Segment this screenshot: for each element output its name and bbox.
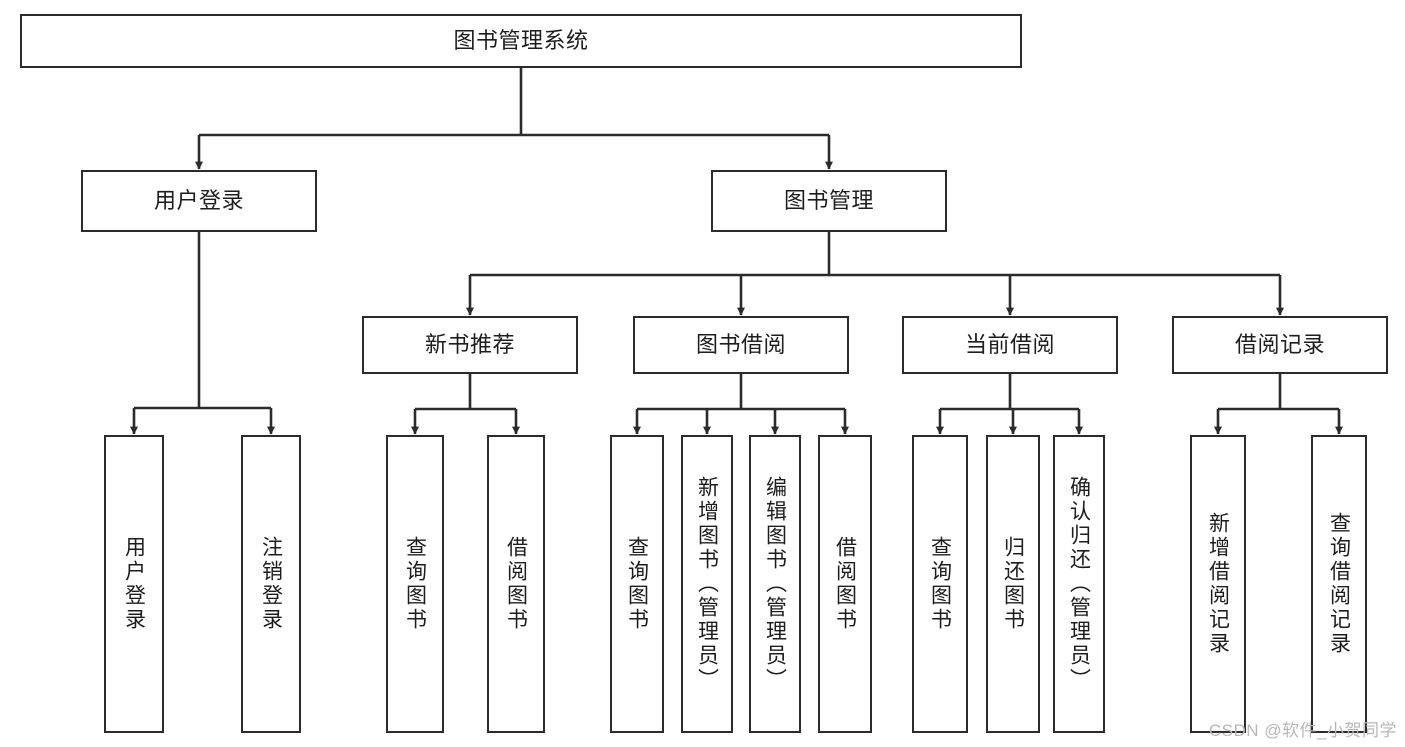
node-user-login[interactable]: 用户登录 xyxy=(81,170,317,232)
node-leaf-logout-label: 注销登录 xyxy=(259,536,283,632)
node-leaf-borrow-book-1[interactable]: 借阅图书 xyxy=(487,435,545,733)
node-root-label: 图书管理系统 xyxy=(453,27,589,53)
node-leaf-query-book-2[interactable]: 查询图书 xyxy=(610,435,664,733)
node-leaf-query-book-1-label: 查询图书 xyxy=(403,536,427,632)
node-leaf-query-record[interactable]: 查询借阅记录 xyxy=(1311,435,1367,733)
node-book-borrow-label: 图书借阅 xyxy=(695,331,786,357)
node-leaf-logout[interactable]: 注销登录 xyxy=(241,435,301,733)
node-leaf-query-book-3[interactable]: 查询图书 xyxy=(912,435,968,733)
node-leaf-query-book-2-label: 查询图书 xyxy=(625,536,649,632)
node-leaf-add-record[interactable]: 新增借阅记录 xyxy=(1190,435,1246,733)
node-user-login-label: 用户登录 xyxy=(153,187,244,213)
node-current-borrow-label: 当前借阅 xyxy=(964,331,1055,357)
node-borrow-record-label: 借阅记录 xyxy=(1234,331,1325,357)
node-book-borrow[interactable]: 图书借阅 xyxy=(633,316,849,374)
watermark-label: CSDN @软件_小贺同学 xyxy=(1208,721,1397,740)
node-leaf-return-book-label: 归还图书 xyxy=(1001,536,1025,632)
node-leaf-confirm-return-label: 确认归还（管理员） xyxy=(1067,476,1091,692)
node-new-book-rec[interactable]: 新书推荐 xyxy=(362,316,578,374)
node-book-manage[interactable]: 图书管理 xyxy=(711,170,947,232)
node-leaf-borrow-book-2[interactable]: 借阅图书 xyxy=(818,435,872,733)
node-leaf-edit-book-label: 编辑图书（管理员） xyxy=(763,476,787,692)
node-leaf-borrow-book-1-label: 借阅图书 xyxy=(504,536,528,632)
node-leaf-add-book-label: 新增图书（管理员） xyxy=(695,476,719,692)
node-leaf-query-record-label: 查询借阅记录 xyxy=(1327,512,1351,656)
node-new-book-rec-label: 新书推荐 xyxy=(424,331,515,357)
node-current-borrow[interactable]: 当前借阅 xyxy=(902,316,1118,374)
node-leaf-return-book[interactable]: 归还图书 xyxy=(986,435,1040,733)
node-root[interactable]: 图书管理系统 xyxy=(20,14,1022,68)
node-book-manage-label: 图书管理 xyxy=(783,187,874,213)
node-leaf-add-record-label: 新增借阅记录 xyxy=(1206,512,1230,656)
node-leaf-query-book-3-label: 查询图书 xyxy=(928,536,952,632)
node-borrow-record[interactable]: 借阅记录 xyxy=(1172,316,1388,374)
node-leaf-query-book-1[interactable]: 查询图书 xyxy=(386,435,444,733)
node-leaf-borrow-book-2-label: 借阅图书 xyxy=(833,536,857,632)
node-leaf-user-login[interactable]: 用户登录 xyxy=(104,435,164,733)
node-leaf-confirm-return[interactable]: 确认归还（管理员） xyxy=(1053,435,1105,733)
node-leaf-edit-book[interactable]: 编辑图书（管理员） xyxy=(749,435,801,733)
node-leaf-add-book[interactable]: 新增图书（管理员） xyxy=(681,435,733,733)
node-leaf-user-login-label: 用户登录 xyxy=(122,536,146,632)
